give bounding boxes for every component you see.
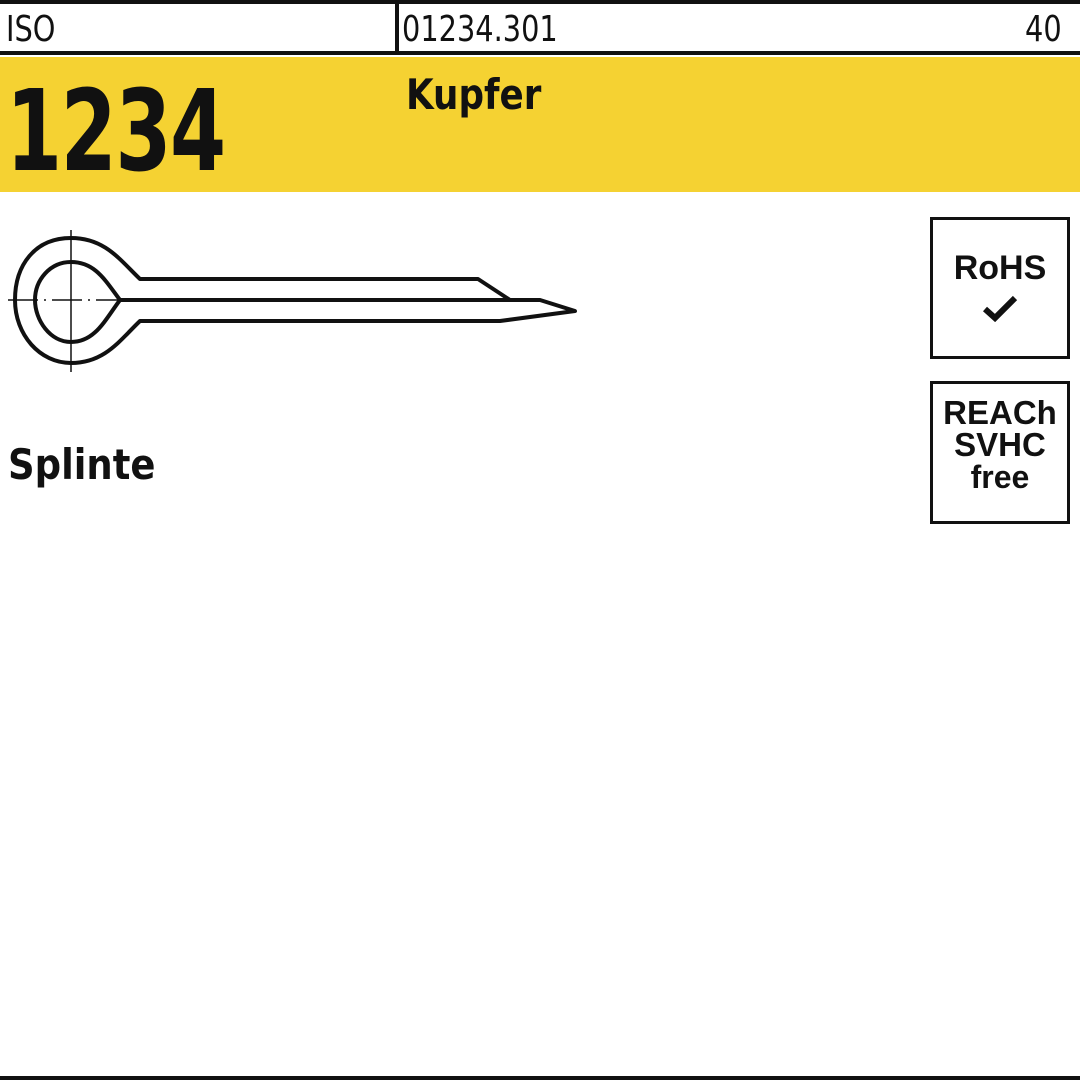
reach-line2: SVHC	[954, 426, 1046, 463]
header-divider	[395, 4, 399, 51]
material-label: Kupfer	[406, 70, 542, 119]
article-number: 01234.301	[402, 9, 558, 50]
label-header: ISO 01234.301 40	[0, 0, 1080, 55]
rohs-badge: RoHS	[930, 217, 1070, 359]
reach-line3: free	[970, 459, 1030, 495]
cotter-pin-icon	[8, 230, 577, 372]
rohs-label: RoHS	[953, 249, 1047, 287]
pack-quantity: 40	[1025, 9, 1062, 50]
reach-line1: REACh	[943, 394, 1057, 431]
norm-number: 1234	[6, 67, 226, 197]
checkmark-icon	[982, 295, 1018, 322]
yellow-band	[0, 57, 1080, 192]
bottom-border	[0, 1076, 1080, 1080]
standard-label: ISO	[6, 9, 56, 50]
product-name: Splinte	[8, 440, 156, 489]
reach-badge: REACh SVHC free	[930, 381, 1070, 524]
